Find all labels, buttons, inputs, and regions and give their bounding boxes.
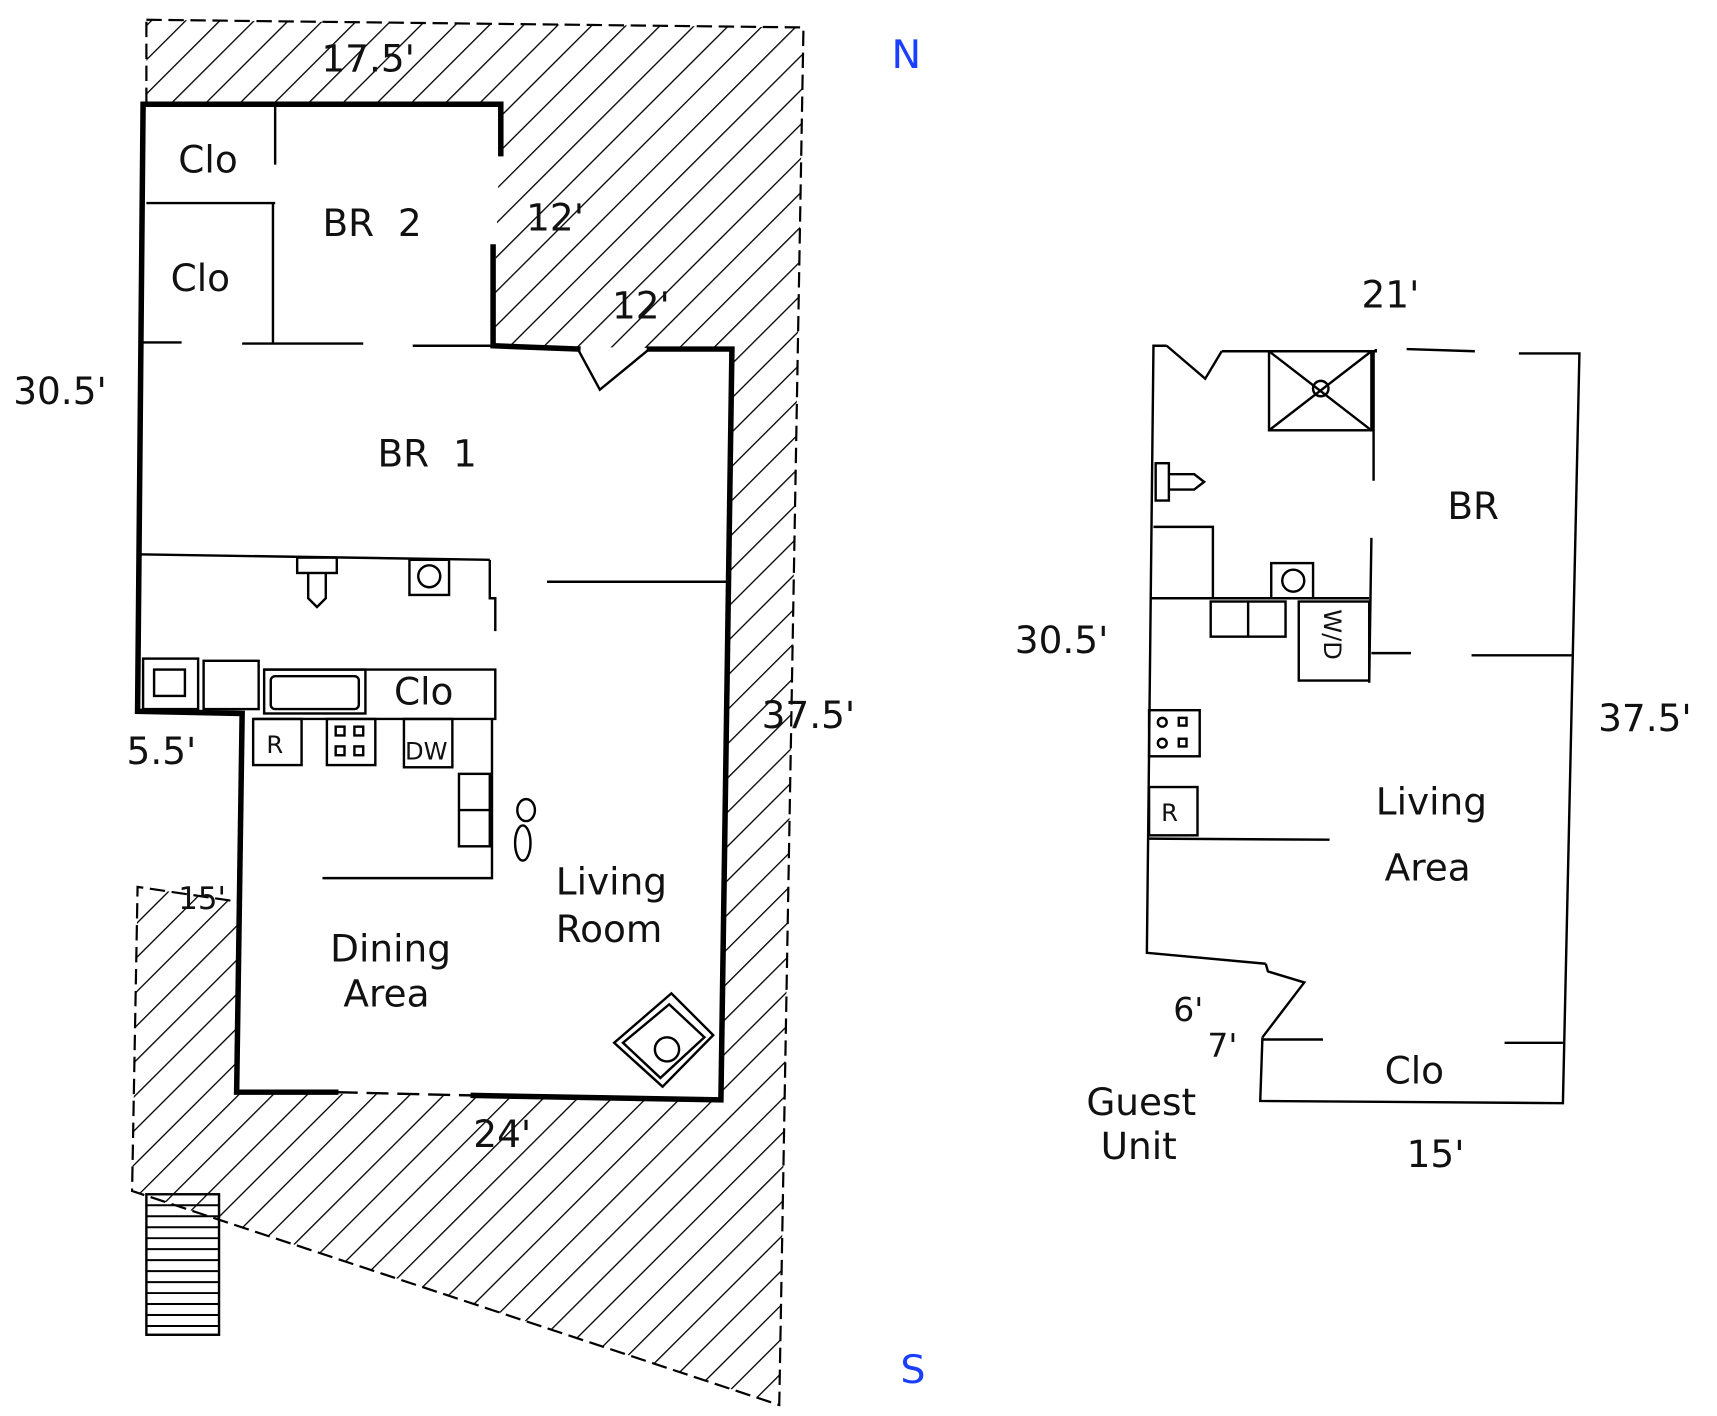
dishwasher-icon: DW: [402, 717, 454, 769]
guest-living-label-2: Area: [1385, 845, 1471, 889]
guest-refrigerator-label: R: [1161, 799, 1178, 827]
guest-entry-door-swing[interactable]: [1165, 344, 1223, 381]
dim-br2-side: 12': [526, 196, 584, 240]
fixtures: R DW: [141, 556, 715, 1089]
dim-step: 5.5': [127, 729, 197, 773]
washer-icon: [141, 657, 200, 711]
main-house: R DW: [13, 18, 855, 1407]
guest-unit-title-1: Guest: [1086, 1080, 1196, 1124]
kitchen-closet-label: Clo: [394, 670, 453, 714]
fireplace-icon: [612, 991, 715, 1089]
guest-closet-label: Clo: [1385, 1048, 1444, 1092]
washer-dryer-icon: W/D: [1297, 600, 1371, 682]
dim-bottom: 24': [473, 1112, 531, 1156]
bathtub-icon: [262, 668, 367, 715]
closet-1-label: Clo: [178, 137, 237, 181]
guest-bathroom-sink-icon: [1270, 561, 1315, 600]
living-room-label-1: Living: [556, 860, 667, 904]
dining-area-label-1: Dining: [330, 927, 451, 971]
house-interior: [137, 104, 732, 1100]
bedroom-2-label: BR 2: [322, 201, 421, 245]
guest-dim-bottom: 15': [1407, 1132, 1465, 1176]
washer-dryer-label: W/D: [1318, 609, 1346, 660]
refrigerator-icon: R: [251, 717, 303, 767]
shower-icon: [1267, 350, 1373, 432]
guest-toilet-icon: [1154, 462, 1207, 502]
guest-kitchen-sink-icon: [1209, 600, 1287, 638]
closet-2-label: Clo: [171, 256, 230, 300]
guest-side-door-swing[interactable]: [1261, 963, 1307, 1039]
dishwasher-label: DW: [405, 738, 448, 766]
guest-dim-notch-b: 7': [1207, 1026, 1237, 1065]
bedroom-1-label: BR 1: [378, 432, 477, 476]
toilet-icon: [295, 556, 339, 609]
bar-stools-icon: [513, 797, 537, 862]
dim-right: 37.5': [762, 693, 856, 737]
guest-fixtures: W/D R: [1147, 350, 1373, 837]
compass-north: N: [892, 32, 922, 78]
guest-stove-icon: [1147, 708, 1201, 758]
dining-area-label-2: Area: [343, 972, 429, 1016]
stove-icon: [325, 717, 377, 767]
guest-exterior-walls: [1145, 344, 1581, 1105]
dimension-labels: 17.5' 12' 12' 30.5' 37.5' 5.5' 15' 24': [13, 36, 855, 1156]
guest-room-labels: BR Living Area Clo Guest Unit: [1086, 484, 1499, 1168]
guest-living-label-1: Living: [1376, 780, 1487, 824]
dim-top: 17.5': [321, 36, 415, 80]
compass-south: S: [900, 1347, 925, 1393]
guest-dim-notch-a: 6': [1173, 990, 1203, 1029]
dim-lower-left: 15': [178, 881, 226, 917]
dim-left: 30.5': [13, 369, 107, 413]
guest-interior-walls: [1149, 351, 1572, 1044]
guest-dim-top: 21': [1361, 272, 1419, 316]
guest-unit-title-2: Unit: [1101, 1124, 1177, 1168]
living-room-label-2: Room: [556, 907, 663, 951]
stairs-icon: [145, 1193, 221, 1336]
entry-door-swing[interactable]: [576, 348, 651, 392]
guest-unit: W/D R BR Living Area Clo Guest Unit 21' …: [1015, 272, 1692, 1175]
guest-refrigerator-icon: R: [1147, 785, 1199, 837]
room-labels: Clo Clo BR 2 BR 1 Clo Living Room Dining…: [171, 137, 667, 1015]
kitchen-sink-icon: [457, 772, 491, 848]
guest-dim-right: 37.5': [1598, 696, 1692, 740]
guest-bedroom-label: BR: [1447, 484, 1499, 528]
dim-br2-notch: 12': [612, 283, 670, 327]
refrigerator-label: R: [266, 731, 283, 759]
guest-dim-left: 30.5': [1015, 618, 1109, 662]
dryer-icon: [202, 659, 260, 711]
bathroom-sink-icon: [408, 558, 451, 597]
guest-dimension-labels: 21' 30.5' 37.5' 15' 6' 7': [1015, 272, 1692, 1175]
